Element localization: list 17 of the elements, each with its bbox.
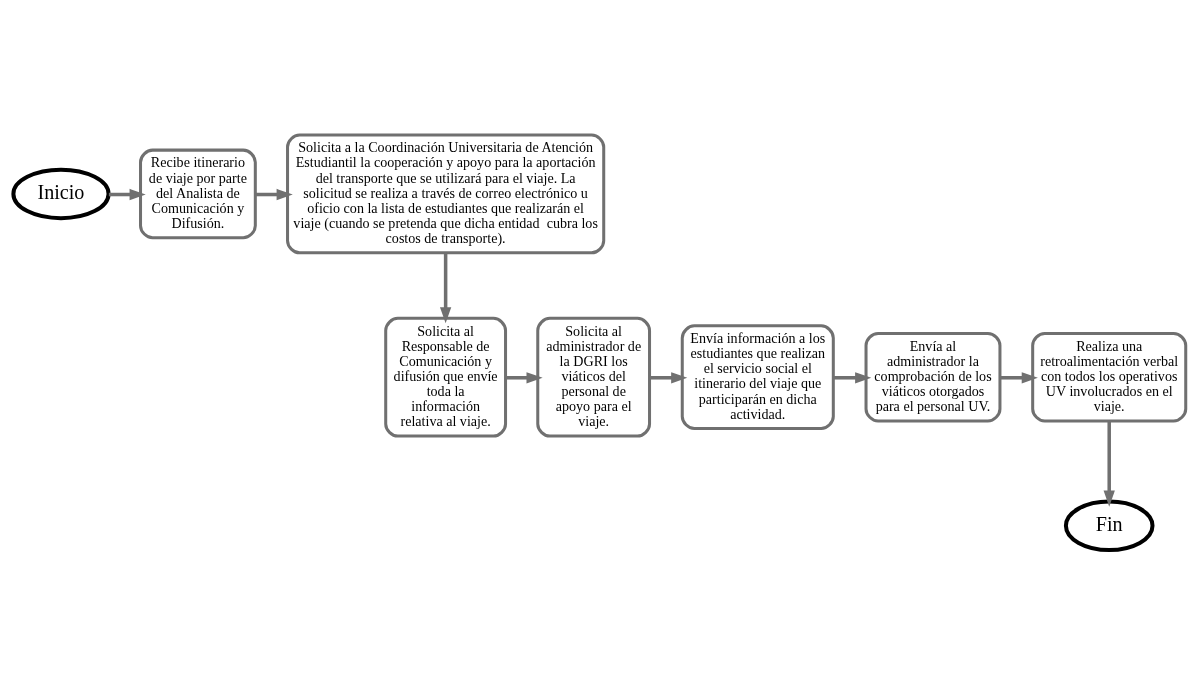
arrow bbox=[255, 188, 293, 200]
node-box: Solicita a la Coordinación Universitaria de Atención Estudiantil la cooperación y apoyo para la aportación del transporte que se utilizará para el viaje. La solicitud se realiza a través de correo electrónico u oficio con la lista de estudiantes que realizarán el viaje (cuando se pretenda que dicha entidad cubra los costos de transporte). bbox=[286, 133, 606, 254]
arrow bbox=[1103, 420, 1115, 507]
node-box: Solicita al administrador de la DGRI los viáticos del personal de apoyo para el viaje. bbox=[536, 316, 652, 438]
node-box: Solicita al Responsable de Comunicación y difusión que envíe toda la información relativa al viaje. bbox=[384, 316, 508, 438]
node-box: Envía al administrador la comprobación de los viáticos otorgados para el personal UV. bbox=[864, 331, 1002, 422]
node-box: Realiza una retroalimentación verbal con todos los operativos UV involucrados en el viaje. bbox=[1031, 331, 1188, 422]
node-box: Recibe itinerario de viaje por parte del Analista de Comunicación y Difusión. bbox=[139, 148, 257, 239]
arrow bbox=[505, 371, 543, 383]
arrow bbox=[1000, 371, 1038, 383]
node-ellipse: Inicio bbox=[11, 167, 111, 220]
arrow bbox=[108, 188, 146, 200]
node-ellipse: Fin bbox=[1063, 499, 1155, 552]
arrow bbox=[833, 371, 872, 383]
node-box: Envía información a los estudiantes que realizan el servicio social el itinerario del viaje que participarán en dicha actividad. bbox=[680, 323, 835, 430]
arrow bbox=[439, 252, 452, 323]
arrow bbox=[649, 371, 688, 383]
